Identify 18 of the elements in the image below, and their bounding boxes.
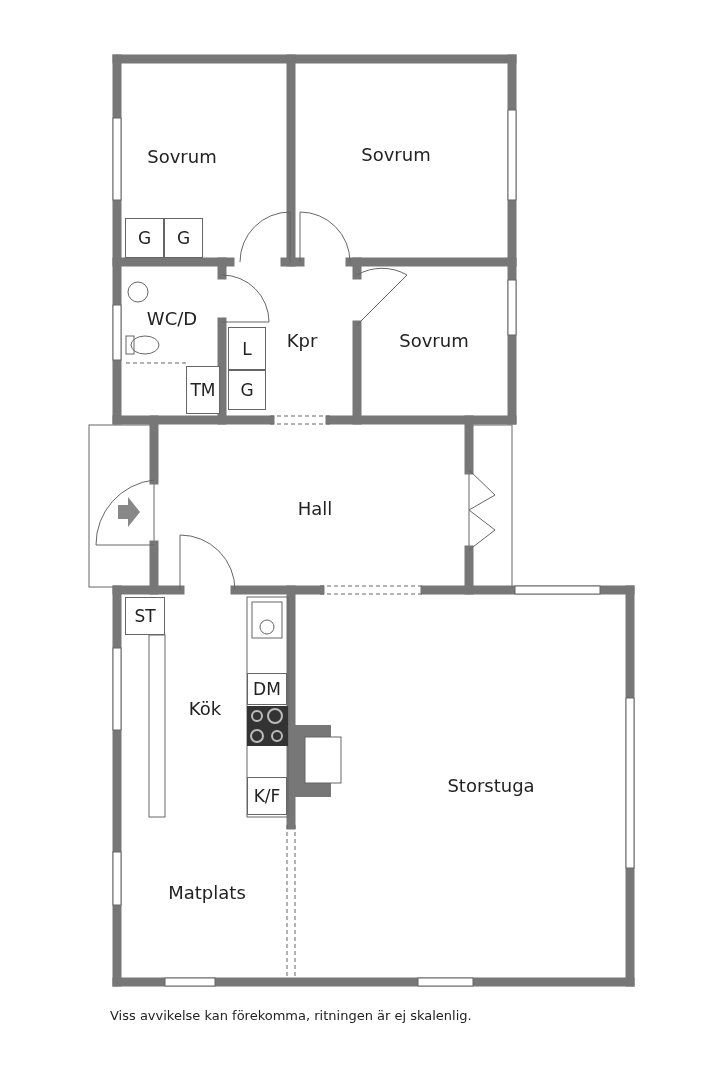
fridge-freezer: K/F xyxy=(247,777,287,815)
storage-cabinet: ST xyxy=(125,597,165,635)
wardrobe: G xyxy=(125,218,164,258)
wardrobe: G xyxy=(228,370,266,410)
wardrobe: G xyxy=(164,218,203,258)
room-label: Sovrum xyxy=(399,329,469,351)
linen-closet: L xyxy=(228,327,266,370)
room-label: WC/D xyxy=(146,307,198,329)
room-label: Matplats xyxy=(168,881,246,903)
room-label: Storstuga xyxy=(447,774,535,796)
dishwasher: DM xyxy=(247,673,287,705)
room-label: Sovrum xyxy=(147,145,217,167)
washing-machine: TM xyxy=(186,366,220,414)
room-label: Sovrum xyxy=(361,143,431,165)
room-label: Kök xyxy=(188,697,222,719)
room-label: Kpr xyxy=(286,329,318,351)
room-label: Hall xyxy=(297,497,333,519)
caption-note: Viss avvikelse kan förekomma, ritningen är ej skalenlig. xyxy=(110,1008,472,1023)
